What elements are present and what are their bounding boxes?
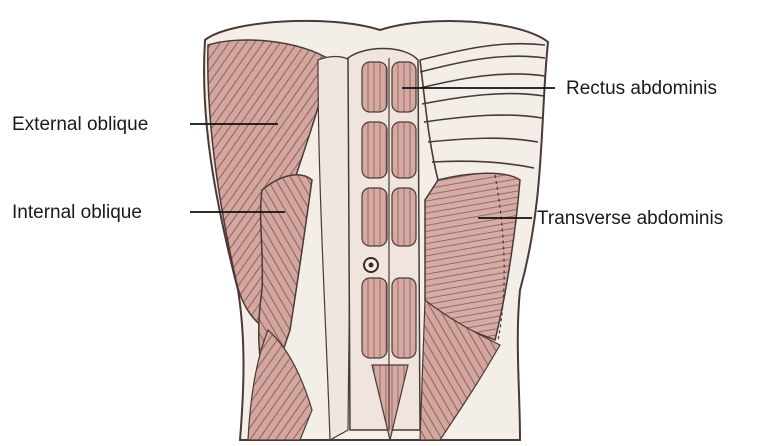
label-transverse-abdominis: Transverse abdominis — [537, 209, 723, 228]
label-rectus-abdominis: Rectus abdominis — [566, 79, 717, 98]
label-internal-oblique: Internal oblique — [12, 203, 142, 222]
label-external-oblique: External oblique — [12, 115, 148, 134]
rectus-abdominis-muscle — [348, 48, 420, 440]
